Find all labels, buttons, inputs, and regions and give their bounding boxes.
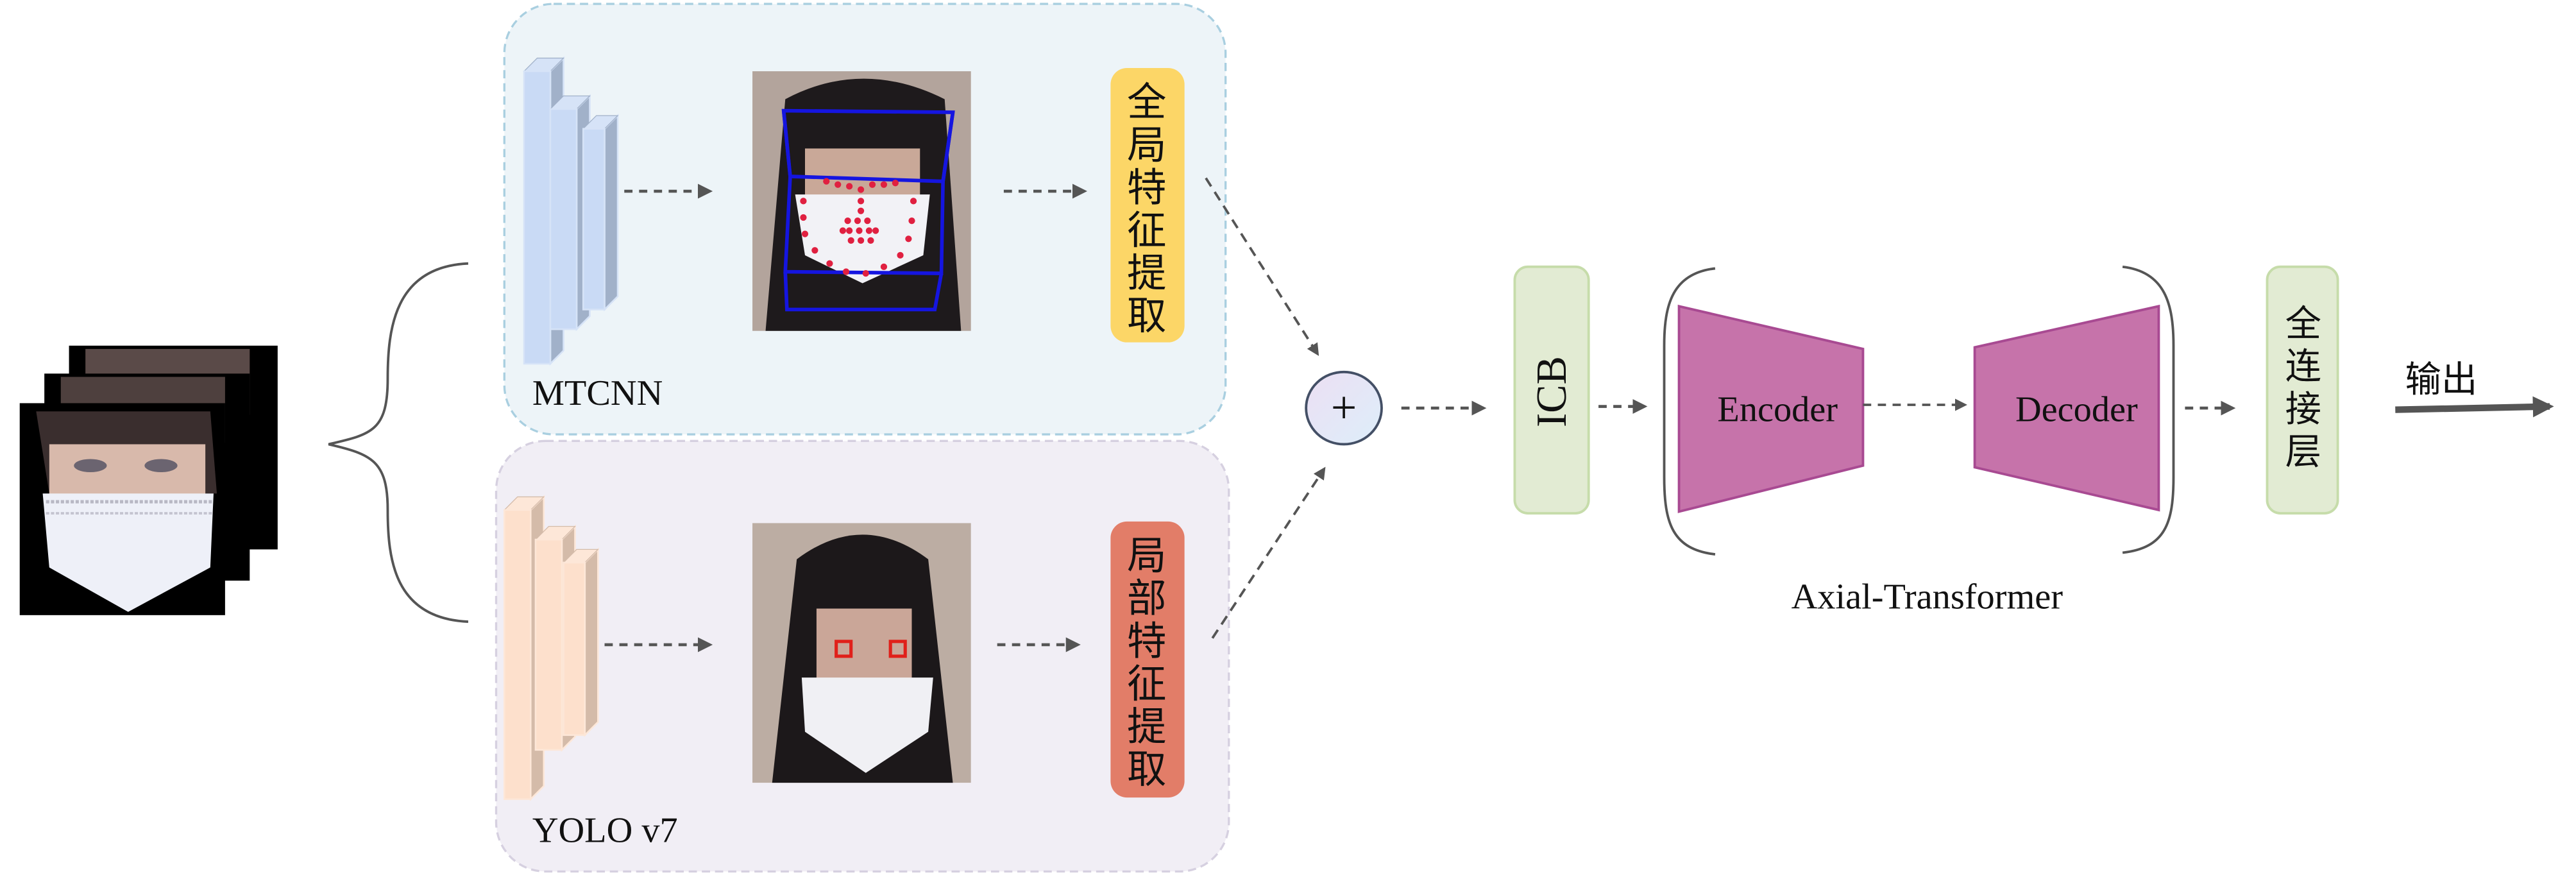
- fusion-symbol: +: [1331, 382, 1357, 433]
- landmark-point: [857, 198, 865, 205]
- landmark-point: [839, 227, 847, 234]
- landmark-point: [892, 180, 899, 187]
- landmark-point: [872, 227, 879, 234]
- global-feature-box: [1110, 67, 1185, 343]
- face-photo: [36, 411, 217, 612]
- landmark-point: [865, 227, 873, 234]
- cube-front: [549, 108, 578, 330]
- input-frame-stack: [19, 345, 278, 615]
- landmark-point: [800, 214, 807, 221]
- yolo-panel: 局部特征提取 YOLO v7: [495, 439, 1230, 873]
- axial-transformer-label: Axial-Transformer: [1792, 577, 2063, 617]
- landmark-point: [857, 237, 865, 244]
- global-feature-label: 全局特征提取: [1127, 80, 1166, 339]
- output-arrow: [2395, 396, 2554, 418]
- landmark-point: [801, 230, 809, 237]
- landmark-point: [905, 235, 912, 243]
- landmark-point: [854, 217, 861, 225]
- decoder-label: Decoder: [2015, 390, 2138, 430]
- landmark-point: [826, 260, 833, 267]
- landmark-point: [856, 227, 863, 234]
- mtcnn-result-image: [752, 71, 971, 331]
- encoder-label: Encoder: [1717, 390, 1838, 430]
- mtcnn-network-icon: [523, 56, 619, 366]
- landmark-point: [908, 217, 915, 225]
- cube-front: [504, 509, 532, 800]
- arrow-local-to-fusion: [1211, 466, 1326, 639]
- landmark-point: [835, 181, 842, 188]
- landmark-point: [800, 198, 807, 205]
- cube-front: [563, 561, 586, 737]
- landmark-point: [867, 237, 874, 244]
- local-feature-label: 局部特征提取: [1127, 533, 1166, 792]
- yolo-result-image: [752, 523, 971, 783]
- landmark-point: [857, 207, 865, 214]
- cube-front: [534, 538, 563, 751]
- landmark-point: [847, 237, 854, 244]
- landmark-point: [846, 227, 853, 234]
- cube-side: [584, 547, 599, 737]
- icb-box: [1513, 265, 1590, 515]
- output-label: 输出: [2405, 359, 2478, 401]
- landmark-point: [897, 251, 904, 259]
- encoder-trapezoid: [1677, 304, 1865, 513]
- arrow-global-to-fusion: [1205, 177, 1319, 356]
- landmark-points: [800, 178, 917, 277]
- landmark-point: [864, 217, 871, 225]
- mtcnn-label: MTCNN: [532, 373, 663, 413]
- landmark-point: [880, 263, 888, 270]
- yolo-label: YOLO v7: [532, 810, 678, 850]
- landmark-point: [862, 269, 869, 277]
- right-paren: [2122, 265, 2175, 554]
- fusion-node: +: [1305, 370, 1383, 446]
- mtcnn-panel: 全局特征提取 MTCNN: [503, 3, 1227, 436]
- landmark-point: [823, 178, 830, 185]
- axial-transformer-block: Encoder Decoder Axial-Transformer: [1663, 265, 2175, 617]
- cube-front: [523, 70, 552, 365]
- yolo-network-icon: [503, 495, 599, 801]
- eye-detection-box-left: [835, 640, 853, 658]
- landmark-point: [811, 247, 818, 254]
- eye-detection-box-right: [888, 640, 907, 658]
- landmark-point: [880, 181, 888, 188]
- split-brace: [328, 262, 469, 623]
- landmark-point: [846, 183, 853, 190]
- landmark-point: [910, 198, 917, 205]
- landmark-point: [857, 186, 865, 193]
- fc-layer-label: 全连接层: [2285, 303, 2321, 473]
- landmark-point: [844, 217, 851, 225]
- cube-front: [582, 128, 606, 311]
- landmark-point: [869, 181, 876, 188]
- fc-layer-box: [2266, 265, 2339, 515]
- decoder-trapezoid: [1973, 304, 2160, 512]
- landmark-point: [842, 268, 850, 275]
- local-feature-box: [1110, 521, 1185, 798]
- icb-label: ICB: [1529, 356, 1575, 427]
- left-paren: [1663, 267, 1716, 556]
- cube-side: [604, 114, 619, 312]
